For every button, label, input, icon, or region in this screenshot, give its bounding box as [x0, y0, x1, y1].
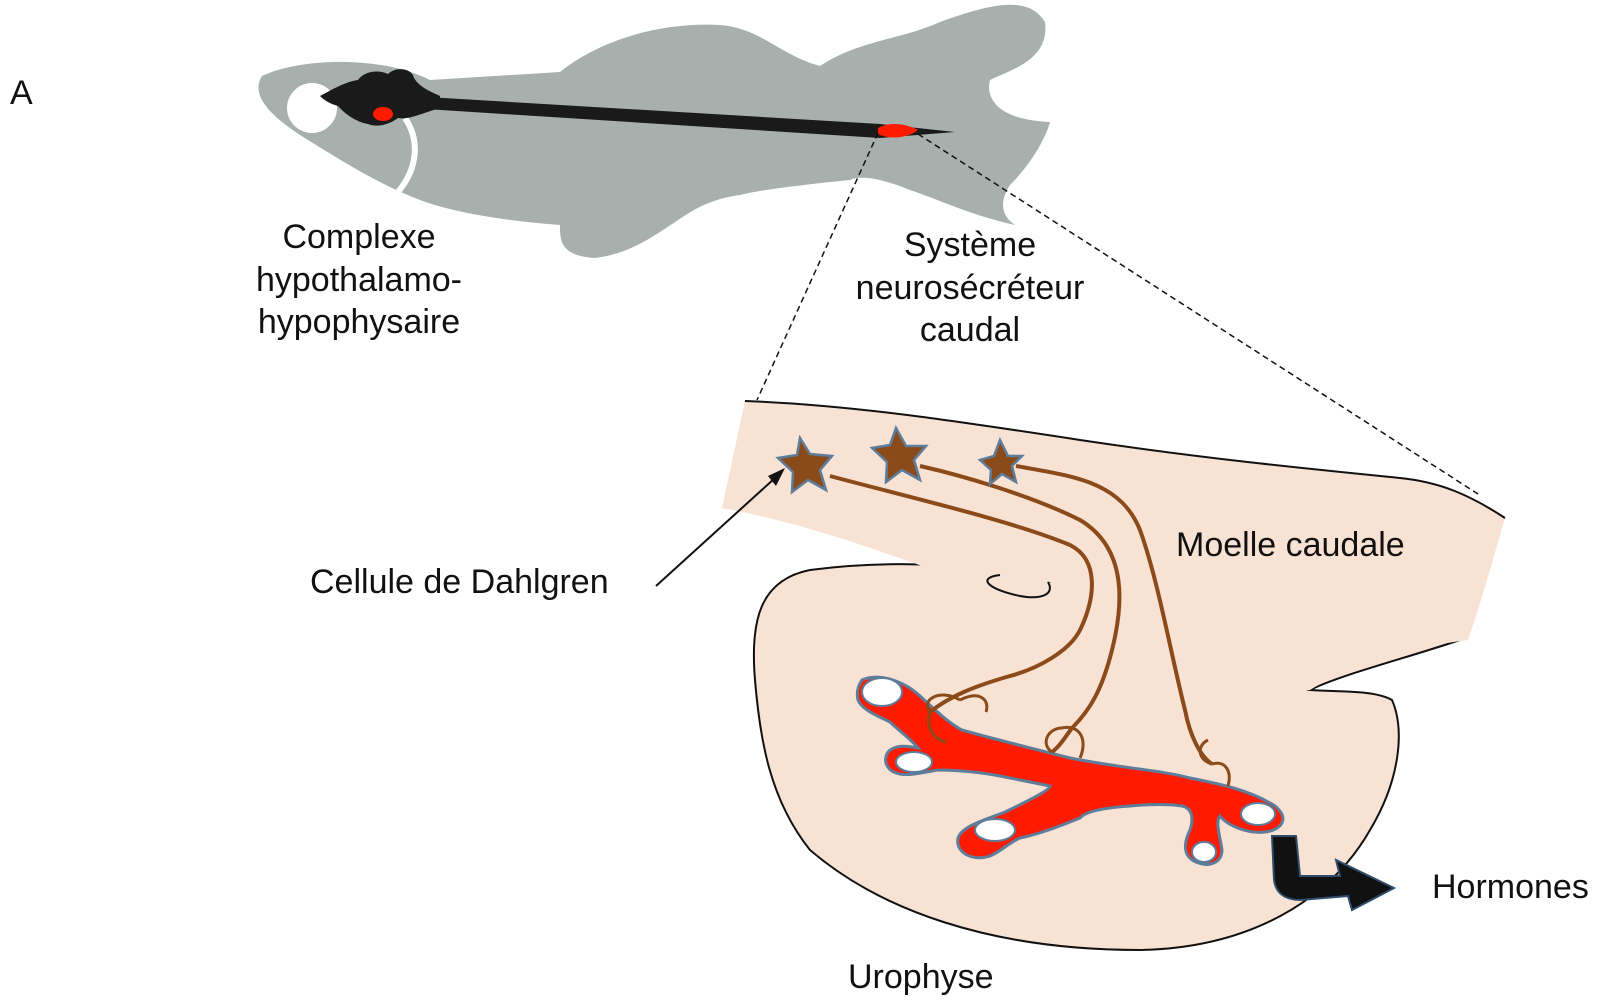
vessel-lumen [1192, 842, 1216, 862]
label-urophysis: Urophyse [848, 956, 994, 999]
label-line: hypothalamo- [256, 259, 462, 302]
label-dahlgren-cell: Cellule de Dahlgren [310, 561, 609, 604]
label-caudal-spinal-cord: Moelle caudale [1176, 524, 1405, 567]
fish-eye [287, 83, 337, 133]
vessel-lumen [1241, 803, 1275, 825]
label-hypothalamo-hypophyseal-complex: Complexe hypothalamo- hypophysaire [256, 216, 462, 344]
label-caudal-neurosecretory-system: Système neurosécréteur caudal [856, 224, 1085, 352]
label-line: neurosécréteur [856, 267, 1085, 310]
panel-letter: A [10, 72, 33, 115]
vessel-lumen [975, 819, 1015, 841]
label-line: Système [856, 224, 1085, 267]
hypothalamo-hypophyseal-highlight [373, 107, 393, 121]
dahlgren-pointer-arrow [656, 468, 785, 586]
label-line: Complexe [256, 216, 462, 259]
label-line: caudal [856, 309, 1085, 352]
label-hormones: Hormones [1432, 866, 1589, 909]
vessel-lumen [862, 678, 902, 706]
zoomed-tissue [722, 401, 1505, 950]
label-line: hypophysaire [256, 301, 462, 344]
vessel-lumen [896, 752, 932, 772]
